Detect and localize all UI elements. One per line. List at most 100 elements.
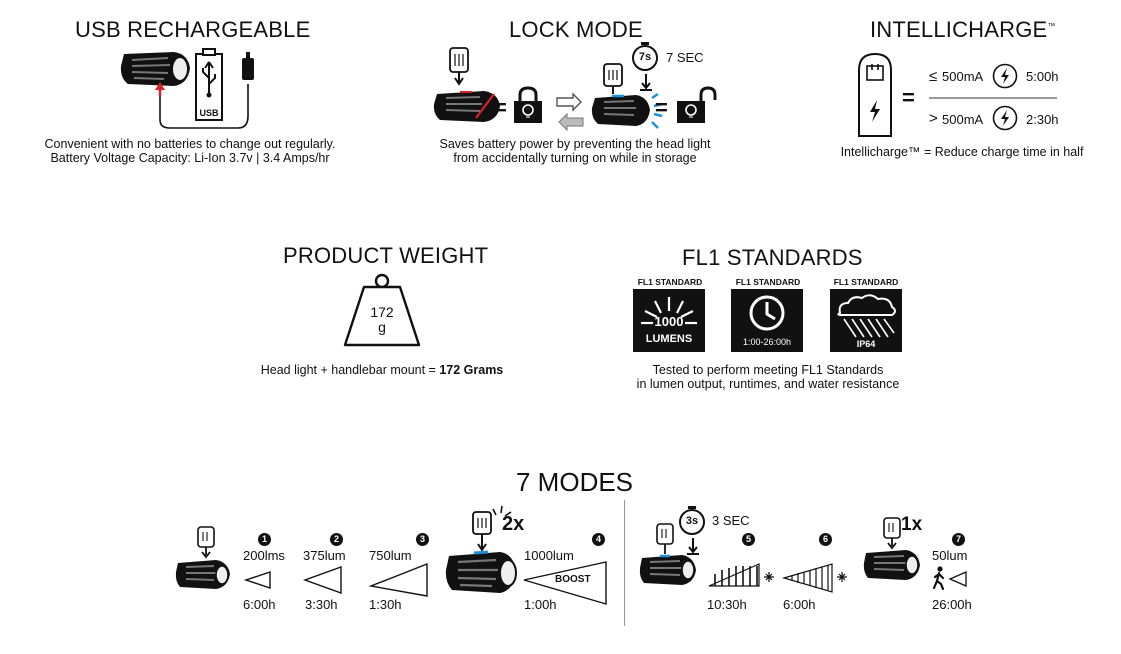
- walking-person-icon: [932, 566, 945, 591]
- press-finger-icon: [883, 517, 901, 550]
- ic-row1-current: 500mA: [942, 69, 984, 84]
- unlocked-light-icon: [591, 92, 663, 129]
- press-twice-label: 2x: [502, 513, 525, 535]
- mode-number: 3: [416, 533, 429, 546]
- lock-timer-badge: 7s: [638, 51, 652, 63]
- rain-cloud-icon: [837, 294, 896, 338]
- wall-charger-icon: [858, 52, 892, 137]
- headlight-icon: [120, 51, 190, 86]
- headlight-icon: [639, 554, 696, 585]
- ic-row1-time: 5:00h: [1026, 69, 1059, 84]
- fl1-caption-line1: Tested to perform meeting FL1 Standards: [652, 363, 884, 377]
- press-once-label: 1x: [901, 514, 923, 535]
- usb-title: USB RECHARGEABLE: [75, 17, 311, 42]
- press-finger-icon: [449, 47, 469, 86]
- fl1-water-badge: IP64: [830, 289, 902, 352]
- fl1-badge-header: FL1 STANDARD: [637, 277, 703, 287]
- headlight-icon: [175, 560, 230, 589]
- mode-runtime: 6:00h: [783, 597, 816, 612]
- switch-arrows-icon: [556, 92, 584, 132]
- fl1-lumens-badge: 1000 LUMENS: [633, 289, 705, 352]
- mode-runtime: 26:00h: [932, 597, 972, 612]
- fl1-runtime-badge: 1:00-26:00h: [731, 289, 803, 352]
- clock-icon: [749, 295, 785, 331]
- beam-flash-icon: [708, 563, 774, 587]
- fl1-badge-header: FL1 STANDARD: [833, 277, 899, 287]
- bolt-icon: [992, 105, 1018, 131]
- mode-lumens: 200lms: [243, 548, 285, 563]
- usb-battery-icon: [195, 48, 223, 121]
- beam-walk-icon: [948, 571, 967, 587]
- charge-cable-icon: [155, 52, 254, 129]
- weight-caption: Head light + handlebar mount = 172 Grams: [260, 363, 504, 377]
- hold-arrow-icon: [687, 538, 699, 555]
- intellicharge-caption: Intellicharge™ = Reduce charge time in h…: [840, 145, 1084, 159]
- mode-lumens: 375lum: [303, 548, 346, 563]
- mode-runtime: 1:00h: [524, 597, 557, 612]
- headlight-icon: [863, 550, 920, 580]
- press-finger-icon: [656, 523, 674, 554]
- fl1-runtime-sub: 1:00-26:00h: [742, 337, 792, 347]
- ic-divider: [929, 97, 1057, 99]
- press-rays-icon: [492, 505, 512, 517]
- weight-title: PRODUCT WEIGHT: [283, 243, 489, 268]
- beam-pulse-icon: [781, 563, 847, 593]
- usb-caption-line1: Convenient with no batteries to change o…: [44, 137, 336, 151]
- intellicharge-title: INTELLICHARGE™: [870, 17, 1056, 42]
- mode-lumens: 750lum: [369, 548, 412, 563]
- boost-label: BOOST: [555, 574, 591, 585]
- lock-open-icon: [677, 86, 717, 123]
- ic-row2-current: 500mA: [942, 112, 984, 127]
- mode-lumens: 1000lum: [524, 548, 574, 563]
- ic-row2-time: 2:30h: [1026, 112, 1059, 127]
- lock-timer-label: 7 SEC: [666, 50, 704, 65]
- press-finger-icon: [603, 63, 623, 94]
- mode-number: 5: [742, 533, 755, 546]
- bolt-icon: [992, 63, 1018, 89]
- weight-icon: [343, 273, 421, 347]
- ic-row1-op: ≤: [929, 68, 938, 85]
- mode-number: 2: [330, 533, 343, 546]
- mode-number: 1: [258, 533, 271, 546]
- fl1-lumens-sub: LUMENS: [645, 333, 693, 345]
- headlight-icon: [445, 550, 517, 593]
- intellicharge-equals: =: [902, 85, 915, 110]
- modes-title: 7 MODES: [516, 467, 634, 497]
- fl1-lumens-big: 1000: [654, 314, 684, 329]
- locked-light-icon: [433, 91, 500, 122]
- mode-number: 4: [592, 533, 605, 546]
- hold-timer-label: 3 SEC: [712, 513, 750, 528]
- beam-wide-icon: [368, 562, 428, 597]
- burst-icon: [641, 297, 697, 325]
- usb-battery-label: USB: [199, 108, 219, 118]
- ic-row2-op: >: [929, 110, 938, 127]
- usb-caption-line2: Battery Voltage Capacity: Li-Ion 3.7v | …: [50, 151, 330, 165]
- mode-lumens: 50lum: [932, 548, 968, 563]
- mode-runtime: 1:30h: [369, 597, 402, 612]
- weight-value: 172: [370, 304, 394, 320]
- fl1-title: FL1 STANDARDS: [682, 245, 863, 270]
- press-finger-icon: [472, 511, 492, 552]
- mode-runtime: 6:00h: [243, 597, 276, 612]
- mode-number: 7: [952, 533, 965, 546]
- lock-caption-line1: Saves battery power by preventing the he…: [439, 137, 711, 151]
- mode-number: 6: [819, 533, 832, 546]
- press-finger-icon: [197, 526, 215, 559]
- beam-medium-icon: [302, 566, 342, 594]
- hold-arrow-icon: [640, 74, 652, 91]
- lock-closed-icon: [514, 86, 542, 123]
- lock-title: LOCK MODE: [509, 17, 643, 42]
- lock-equals-1: =: [494, 95, 507, 120]
- fl1-badge-header: FL1 STANDARD: [735, 277, 801, 287]
- lock-caption-line2: from accidentally turning on while in st…: [453, 151, 697, 165]
- lock-equals-2: =: [655, 95, 668, 120]
- beam-boost-icon: [523, 561, 607, 605]
- hold-timer-badge: 3s: [685, 515, 699, 527]
- mode-runtime: 10:30h: [707, 597, 747, 612]
- timer-3s-icon: [679, 506, 705, 535]
- beam-narrow-icon: [243, 571, 271, 589]
- mode-runtime: 3:30h: [305, 597, 338, 612]
- timer-7s-icon: [632, 42, 658, 71]
- modes-divider: [624, 500, 625, 626]
- fl1-water-sub: IP64: [856, 339, 876, 349]
